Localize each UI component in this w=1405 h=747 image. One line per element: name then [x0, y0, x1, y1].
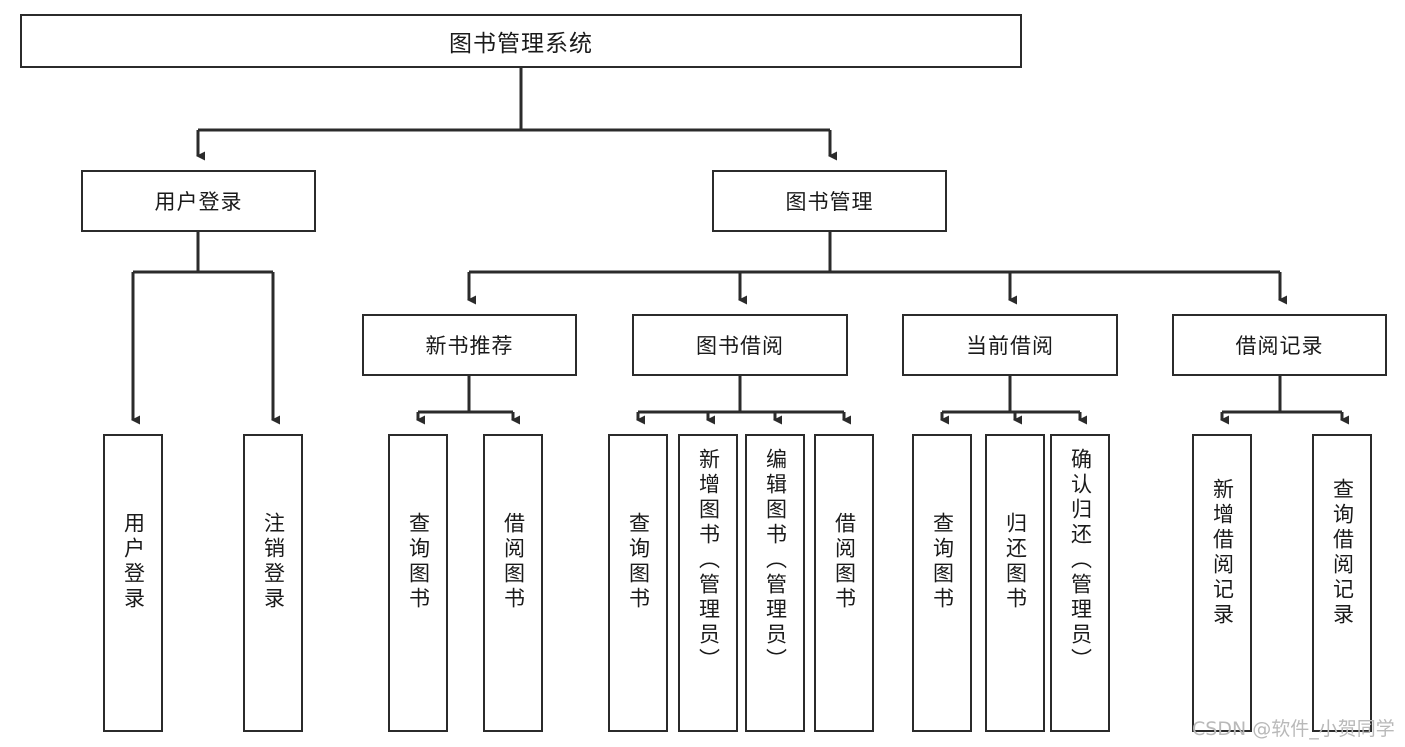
node-leaf-confirm-return[interactable]: 确认归还（管理员） [1050, 434, 1110, 732]
node-new-book-recommend[interactable]: 新书推荐 [362, 314, 577, 376]
node-leaf-borrow-book-2[interactable]: 借阅图书 [814, 434, 874, 732]
node-leaf-confirm-return-label: 确认归还（管理员） [1068, 448, 1093, 673]
node-leaf-user-logout[interactable]: 注销登录 [243, 434, 303, 732]
node-leaf-query-book-1[interactable]: 查询图书 [388, 434, 448, 732]
node-leaf-query-record-label: 查询借阅记录 [1330, 478, 1355, 628]
node-leaf-add-record[interactable]: 新增借阅记录 [1192, 434, 1252, 732]
node-leaf-query-record[interactable]: 查询借阅记录 [1312, 434, 1372, 732]
node-leaf-user-login[interactable]: 用户登录 [103, 434, 163, 732]
node-leaf-add-book[interactable]: 新增图书（管理员） [678, 434, 738, 732]
node-leaf-borrow-book-1-label: 借阅图书 [501, 512, 526, 612]
node-leaf-edit-book-label: 编辑图书（管理员） [763, 448, 788, 673]
node-leaf-return-book-label: 归还图书 [1003, 512, 1028, 612]
node-leaf-add-book-label: 新增图书（管理员） [696, 448, 721, 673]
node-leaf-borrow-book-2-label: 借阅图书 [832, 512, 857, 612]
node-leaf-query-book-2-label: 查询图书 [626, 512, 651, 612]
node-root[interactable]: 图书管理系统 [20, 14, 1022, 68]
node-leaf-return-book[interactable]: 归还图书 [985, 434, 1045, 732]
watermark-text: CSDN @软件_小贺同学 [1192, 718, 1395, 740]
node-borrow-record-label: 借阅记录 [1235, 334, 1324, 358]
node-current-borrow-label: 当前借阅 [966, 334, 1054, 358]
node-leaf-user-login-label: 用户登录 [121, 512, 146, 612]
node-book-borrow[interactable]: 图书借阅 [632, 314, 848, 376]
node-book-borrow-label: 图书借阅 [696, 334, 784, 358]
node-borrow-record[interactable]: 借阅记录 [1172, 314, 1387, 376]
node-leaf-query-book-2[interactable]: 查询图书 [608, 434, 668, 732]
node-root-label: 图书管理系统 [449, 31, 593, 57]
node-new-book-recommend-label: 新书推荐 [425, 334, 514, 358]
node-user-login-label: 用户登录 [154, 190, 243, 214]
node-book-management-label: 图书管理 [785, 190, 874, 214]
node-user-login[interactable]: 用户登录 [81, 170, 316, 232]
node-leaf-query-book-3-label: 查询图书 [930, 512, 955, 612]
node-leaf-borrow-book-1[interactable]: 借阅图书 [483, 434, 543, 732]
node-leaf-edit-book[interactable]: 编辑图书（管理员） [745, 434, 805, 732]
node-leaf-user-logout-label: 注销登录 [261, 512, 286, 612]
node-leaf-query-book-3[interactable]: 查询图书 [912, 434, 972, 732]
node-leaf-query-book-1-label: 查询图书 [406, 512, 431, 612]
node-current-borrow[interactable]: 当前借阅 [902, 314, 1118, 376]
node-leaf-add-record-label: 新增借阅记录 [1210, 478, 1235, 628]
node-book-management[interactable]: 图书管理 [712, 170, 947, 232]
